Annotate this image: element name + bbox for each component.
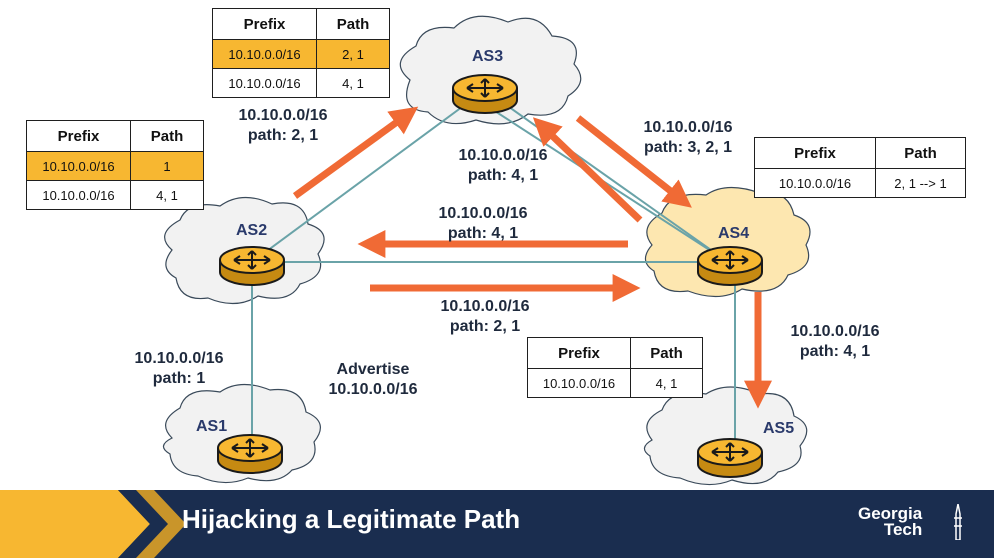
table-header-path: Path: [130, 120, 204, 152]
footer-banner: Hijacking a Legitimate Path Georgia Tech: [0, 490, 994, 558]
arrow-as4-to-as3: [532, 117, 643, 223]
as1-label: AS1: [196, 418, 228, 435]
as5-routing-table: Prefix Path 10.10.0.0/16 4, 1: [527, 337, 703, 398]
router-as4-icon: [697, 246, 763, 286]
table-cell-path: 4, 1: [316, 68, 390, 98]
as5-label: AS5: [763, 420, 795, 437]
slide-title: Hijacking a Legitimate Path: [182, 504, 521, 534]
table-cell-prefix: 10.10.0.0/16: [212, 39, 317, 69]
table-cell-prefix: 10.10.0.0/16: [754, 168, 876, 198]
label-prefix: 10.10.0.0/16: [134, 350, 224, 367]
label-path: path: 2, 1: [449, 318, 521, 335]
table-header-path: Path: [316, 8, 390, 40]
label-path: path: 3, 2, 1: [643, 139, 733, 156]
label-path: path: 4, 1: [447, 225, 519, 242]
table-cell-path: 2, 1 --> 1: [875, 168, 966, 198]
label-as4-to-as3: 10.10.0.0/16 path: 4, 1: [448, 146, 558, 186]
label-path: path: 4, 1: [799, 343, 871, 360]
table-cell-path: 4, 1: [130, 180, 204, 210]
label-as2-to-as4: 10.10.0.0/16 path: 2, 1: [430, 297, 540, 337]
label-prefix: 10.10.0.0/16: [438, 205, 528, 222]
router-as5-icon: [697, 438, 763, 478]
router-as2-icon: [219, 246, 285, 286]
cloud-as3: [399, 15, 582, 125]
label-as4-to-as2: 10.10.0.0/16 path: 4, 1: [428, 204, 538, 244]
table-header-prefix: Prefix: [754, 137, 876, 169]
label-as4-to-as5: 10.10.0.0/16 path: 4, 1: [780, 322, 890, 362]
table-row: 10.10.0.0/16 4, 1: [527, 368, 703, 398]
label-path: path: 1: [152, 370, 206, 387]
chevron-gap-shape: [118, 490, 168, 558]
arrow-as2-to-as3: [292, 106, 419, 199]
table-cell-path: 4, 1: [630, 368, 703, 398]
label-as3-to-as4: 10.10.0.0/16 path: 3, 2, 1: [628, 118, 748, 158]
table-header-path: Path: [630, 337, 703, 369]
network-diagram: [162, 15, 811, 486]
label-prefix: 10.10.0.0/16: [440, 298, 530, 315]
table-cell-path: 1: [130, 151, 204, 181]
table-row: 10.10.0.0/16 2, 1: [212, 39, 390, 69]
label-prefix: 10.10.0.0/16: [458, 147, 548, 164]
arrow-as3-to-as4: [575, 115, 692, 208]
label-action: Advertise: [336, 361, 410, 378]
as4-label: AS4: [718, 225, 750, 242]
as2-routing-table: Prefix Path 10.10.0.0/16 1 10.10.0.0/16 …: [26, 120, 204, 210]
logo-line-2: Tech: [883, 520, 923, 539]
tech-tower-icon: [954, 504, 962, 540]
link-as3-as4: [484, 89, 729, 263]
table-row: 10.10.0.0/16 2, 1 --> 1: [754, 168, 966, 198]
table-row: 10.10.0.0/16 1: [26, 151, 204, 181]
label-as2-to-as3: 10.10.0.0/16 path: 2, 1: [228, 106, 338, 146]
label-prefix: 10.10.0.0/16: [643, 119, 733, 136]
table-header-prefix: Prefix: [527, 337, 631, 369]
label-path: path: 4, 1: [467, 167, 539, 184]
table-row: 10.10.0.0/16 4, 1: [212, 68, 390, 98]
label-prefix: 10.10.0.0/16: [790, 323, 880, 340]
table-cell-prefix: 10.10.0.0/16: [527, 368, 631, 398]
arrows: [292, 106, 772, 409]
as4-routing-table: Prefix Path 10.10.0.0/16 2, 1 --> 1: [754, 137, 966, 198]
table-cell-prefix: 10.10.0.0/16: [212, 68, 317, 98]
footer-chevrons: [0, 490, 186, 558]
table-cell-prefix: 10.10.0.0/16: [26, 151, 131, 181]
router-as3-icon: [452, 74, 518, 114]
table-header-path: Path: [875, 137, 966, 169]
label-prefix: 10.10.0.0/16: [238, 107, 328, 124]
links: [251, 89, 736, 452]
table-header-prefix: Prefix: [212, 8, 317, 40]
label-path: path: 2, 1: [247, 127, 319, 144]
label-prefix: 10.10.0.0/16: [328, 381, 418, 398]
table-cell-path: 2, 1: [316, 39, 390, 69]
chevron-yellow-shape: [0, 490, 150, 558]
chevron-gold-shape: [136, 490, 186, 558]
table-header-prefix: Prefix: [26, 120, 131, 152]
logo-line-1: Georgia: [858, 504, 923, 523]
table-row: 10.10.0.0/16 4, 1: [26, 180, 204, 210]
georgia-tech-logo: Georgia Tech: [858, 504, 923, 539]
label-as1-to-as2: 10.10.0.0/16 path: 1: [124, 349, 234, 389]
as2-label: AS2: [236, 222, 268, 239]
router-as1-icon: [217, 434, 283, 474]
link-as2-as3: [251, 89, 486, 263]
as3-routing-table: Prefix Path 10.10.0.0/16 2, 1 10.10.0.0/…: [212, 8, 390, 98]
table-cell-prefix: 10.10.0.0/16: [26, 180, 131, 210]
as3-label: AS3: [472, 48, 504, 65]
label-advertise: Advertise 10.10.0.0/16: [318, 360, 428, 400]
